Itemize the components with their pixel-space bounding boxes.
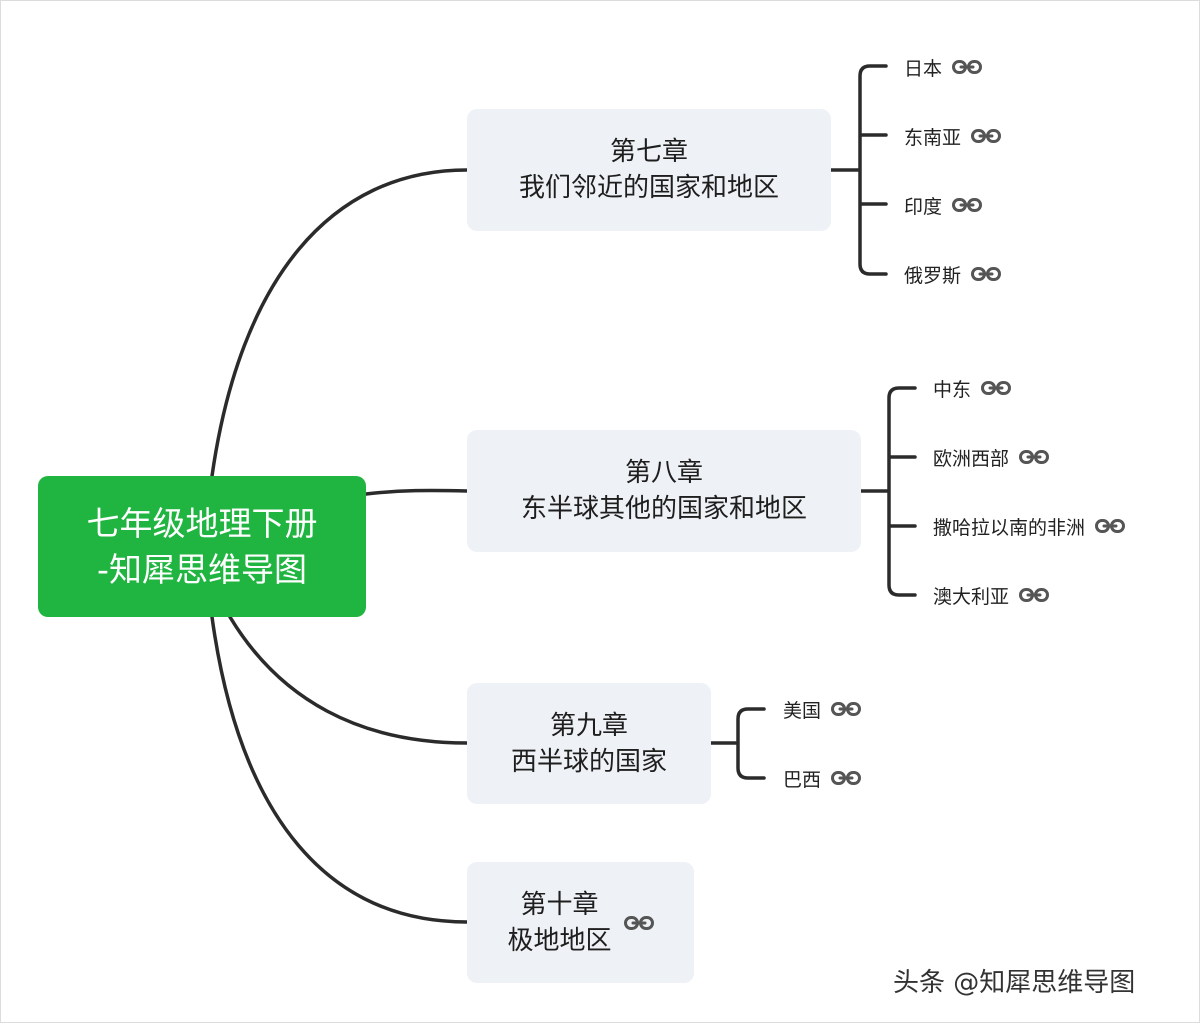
subtopic-label: 撒哈拉以南的非洲: [933, 516, 1086, 539]
link-icon[interactable]: [1095, 519, 1126, 533]
link-icon[interactable]: [1019, 450, 1050, 464]
subtopic-middle-east[interactable]: 中东: [933, 373, 1012, 403]
root-title-line1: 七年级地理下册: [86, 503, 318, 543]
subtopic-label: 印度: [904, 195, 943, 218]
subtopic-western-europe[interactable]: 欧洲西部: [933, 442, 1050, 472]
subtopic-label: 巴西: [783, 768, 822, 791]
root-title-line2: -知犀思维导图: [97, 549, 307, 589]
link-icon[interactable]: [952, 198, 983, 212]
chapter-subtitle: 极地地区: [507, 925, 612, 956]
bracket-ch8: [859, 386, 917, 597]
subtopic-label: 日本: [904, 57, 943, 80]
root-topic[interactable]: 七年级地理下册 -知犀思维导图: [38, 476, 366, 617]
bracket-ch7: [829, 64, 888, 276]
link-icon[interactable]: [623, 915, 654, 930]
chapter-10-topic[interactable]: 第十章 极地地区: [467, 862, 694, 983]
link-icon[interactable]: [831, 702, 862, 716]
chapter-subtitle: 东半球其他的国家和地区: [520, 494, 807, 524]
subtopic-russia[interactable]: 俄罗斯: [904, 259, 1002, 289]
link-icon[interactable]: [952, 60, 983, 74]
watermark-text: 头条 @知犀思维导图: [893, 968, 1136, 998]
chapter-7-topic[interactable]: 第七章 我们邻近的国家和地区: [467, 109, 831, 231]
link-icon[interactable]: [1019, 588, 1050, 602]
chapter-title: 第九章: [549, 710, 628, 741]
subtopic-label: 欧洲西部: [933, 447, 1010, 470]
chapter-subtitle: 我们邻近的国家和地区: [518, 173, 779, 203]
connector-root-ch7: [210, 168, 469, 478]
subtopic-usa[interactable]: 美国: [783, 694, 862, 724]
link-icon[interactable]: [971, 129, 1002, 143]
subtopic-japan[interactable]: 日本: [904, 52, 983, 82]
subtopic-label: 澳大利亚: [933, 585, 1010, 608]
link-icon[interactable]: [981, 381, 1012, 395]
chapter-title: 第十章: [520, 889, 599, 920]
chapter-8-topic[interactable]: 第八章 东半球其他的国家和地区: [467, 430, 861, 552]
subtopic-sub-saharan-africa[interactable]: 撒哈拉以南的非洲: [933, 511, 1126, 541]
subtopic-india[interactable]: 印度: [904, 190, 983, 220]
subtopic-australia[interactable]: 澳大利亚: [933, 580, 1050, 610]
link-icon[interactable]: [971, 267, 1002, 281]
subtopic-label: 中东: [933, 378, 972, 401]
connector-root-ch8: [364, 488, 469, 496]
subtopic-label: 俄罗斯: [904, 264, 962, 287]
chapter-title: 第七章: [609, 137, 688, 167]
subtopic-label: 东南亚: [904, 126, 962, 149]
connector-root-ch9: [228, 615, 469, 745]
link-icon[interactable]: [831, 771, 862, 785]
chapter-title: 第八章: [624, 458, 703, 488]
subtopic-brazil[interactable]: 巴西: [783, 763, 862, 793]
chapter-9-topic[interactable]: 第九章 西半球的国家: [467, 683, 711, 804]
bracket-ch9: [709, 707, 766, 780]
connector-root-ch10: [210, 615, 469, 924]
subtopic-label: 美国: [783, 699, 822, 722]
subtopic-southeast-asia[interactable]: 东南亚: [904, 121, 1002, 151]
chapter-subtitle: 西半球的国家: [510, 746, 667, 777]
